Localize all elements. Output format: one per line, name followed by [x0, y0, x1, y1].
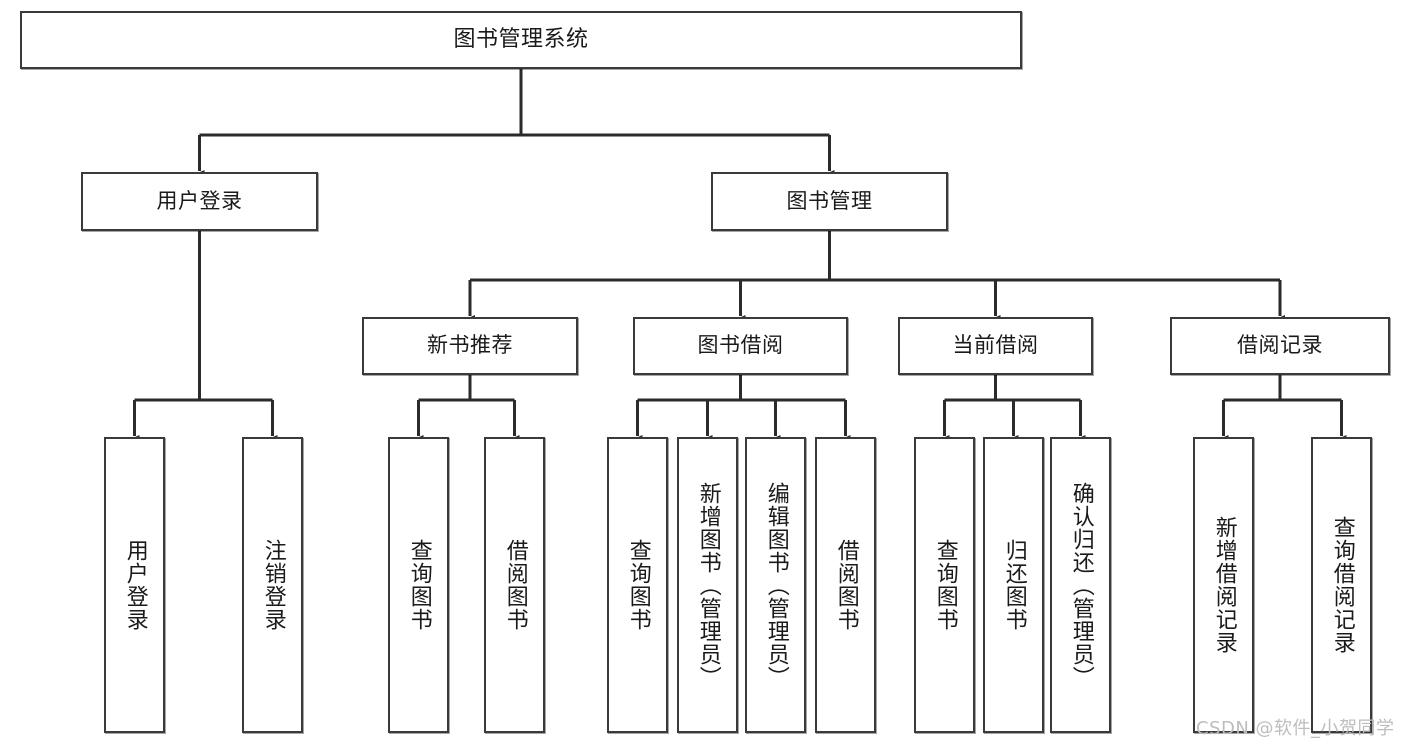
node-leaf4[interactable]: 借阅图书 [484, 437, 545, 733]
node-leaf8[interactable]: 借阅图书 [815, 437, 876, 733]
node-label: 用户登录 [156, 188, 243, 213]
node-leaf2[interactable]: 注销登录 [242, 437, 303, 733]
node-leaf5[interactable]: 查询图书 [607, 437, 668, 733]
node-label: 查询图书 [932, 539, 958, 631]
node-label: 新书推荐 [427, 333, 513, 358]
node-bookmgmt[interactable]: 图书管理 [711, 172, 948, 231]
node-current[interactable]: 当前借阅 [898, 317, 1093, 375]
watermark-text: CSDN @软件_小贺同学 [1196, 718, 1395, 739]
node-borrow[interactable]: 图书借阅 [633, 317, 848, 375]
node-login[interactable]: 用户登录 [81, 172, 318, 231]
node-label: 编辑图书（管理员） [763, 481, 789, 689]
node-label: 用户登录 [122, 539, 148, 631]
node-records[interactable]: 借阅记录 [1170, 317, 1390, 375]
node-label: 借阅图书 [502, 539, 528, 631]
node-label: 图书管理 [786, 188, 873, 213]
node-label: 查询借阅记录 [1329, 516, 1355, 654]
node-leaf10[interactable]: 归还图书 [983, 437, 1044, 733]
node-leaf11[interactable]: 确认归还（管理员） [1050, 437, 1111, 733]
node-label: 当前借阅 [952, 333, 1039, 358]
node-root[interactable]: 图书管理系统 [20, 11, 1022, 69]
node-leaf7[interactable]: 编辑图书（管理员） [745, 437, 806, 733]
node-label: 新增借阅记录 [1211, 516, 1237, 654]
node-leaf6[interactable]: 新增图书（管理员） [677, 437, 738, 733]
node-leaf1[interactable]: 用户登录 [104, 437, 165, 733]
node-label: 图书管理系统 [453, 26, 589, 52]
node-label: 借阅图书 [833, 539, 859, 631]
node-label: 图书借阅 [697, 333, 784, 358]
node-label: 确认归还（管理员） [1068, 481, 1094, 689]
node-label: 归还图书 [1001, 539, 1027, 631]
node-newbook[interactable]: 新书推荐 [362, 317, 578, 375]
node-label: 注销登录 [260, 539, 286, 631]
node-label: 查询图书 [625, 539, 651, 631]
node-label: 借阅记录 [1237, 333, 1323, 358]
node-leaf13[interactable]: 查询借阅记录 [1311, 437, 1372, 733]
node-label: 新增图书（管理员） [695, 481, 721, 689]
node-leaf9[interactable]: 查询图书 [914, 437, 975, 733]
node-label: 查询图书 [406, 539, 432, 631]
node-leaf3[interactable]: 查询图书 [388, 437, 449, 733]
node-leaf12[interactable]: 新增借阅记录 [1193, 437, 1254, 733]
